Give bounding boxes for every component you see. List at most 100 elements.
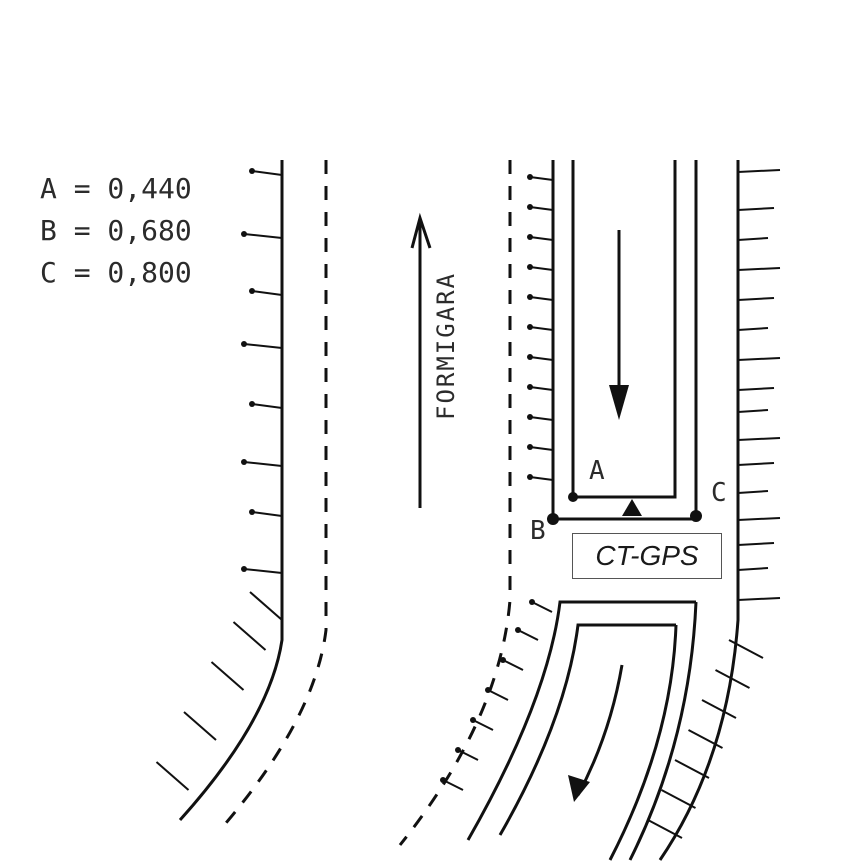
right-road-edge xyxy=(658,160,740,861)
left-road-edge xyxy=(178,160,284,822)
embankment-tick-dot xyxy=(527,414,533,420)
lower-loop-right-inner xyxy=(608,624,678,861)
embankment-tick xyxy=(517,629,539,641)
embankment-tick xyxy=(529,296,554,301)
embankment-tick xyxy=(737,327,769,331)
embankment-tick xyxy=(529,476,554,481)
embankment-tick xyxy=(737,542,775,546)
embankment-tick xyxy=(737,297,775,301)
embankment-tick-dot xyxy=(527,324,533,330)
lower-loop-right xyxy=(628,601,698,861)
embankment-tick xyxy=(737,437,781,441)
lower-flow-arrow-shaft xyxy=(576,664,624,796)
embankment-tick xyxy=(737,267,781,271)
embankment-tick xyxy=(647,819,683,839)
embankment-tick xyxy=(661,789,696,809)
point-a-label: A xyxy=(589,456,605,486)
upper-flow-arrowhead xyxy=(609,385,629,420)
embankment-tick xyxy=(737,409,769,413)
embankment-tick xyxy=(529,446,554,451)
embankment-tick xyxy=(442,779,464,791)
direction-arrowhead xyxy=(410,212,432,249)
embankment-tick xyxy=(251,403,283,409)
embankment-tick xyxy=(529,416,554,421)
lower-flow-arrowhead xyxy=(568,775,590,802)
embankment-tick xyxy=(737,237,769,241)
point-c-dot xyxy=(690,510,702,522)
embankment-tick xyxy=(715,669,750,689)
embankment-tick xyxy=(737,517,781,521)
embankment-tick xyxy=(472,719,494,731)
embankment-tick xyxy=(251,170,283,176)
lower-loop-outer xyxy=(466,600,696,841)
embankment-tick-dot xyxy=(241,231,247,237)
embankment-tick-dot xyxy=(241,566,247,572)
embankment-tick-dot xyxy=(527,444,533,450)
embankment-tick xyxy=(737,567,769,571)
embankment-tick-dot xyxy=(527,294,533,300)
embankment-tick xyxy=(688,729,723,749)
embankment-tick-dot xyxy=(470,717,476,723)
embankment-tick xyxy=(728,639,764,659)
point-a-dot xyxy=(568,492,578,502)
embankment-tick xyxy=(737,490,769,494)
embankment-tick xyxy=(457,749,479,761)
embankment-tick-dot xyxy=(529,599,535,605)
embankment-tick-dot xyxy=(249,509,255,515)
legend-a: A = 0,440 xyxy=(40,172,192,205)
embankment-tick xyxy=(529,206,554,211)
embankment-tick xyxy=(243,343,283,349)
embankment-ticks xyxy=(155,168,781,839)
embankment-tick xyxy=(737,169,781,173)
embankment-tick-dot xyxy=(515,627,521,633)
embankment-tick-dot xyxy=(527,474,533,480)
embankment-tick-dot xyxy=(527,234,533,240)
lower-loop-inner xyxy=(498,623,676,836)
embankment-tick xyxy=(529,386,554,391)
embankment-tick xyxy=(531,601,553,613)
embankment-tick xyxy=(737,207,775,211)
upper-loop-outer xyxy=(551,160,698,521)
embankment-tick-dot xyxy=(527,174,533,180)
embankment-tick xyxy=(701,699,737,719)
embankment-tick xyxy=(674,759,710,779)
embankment-tick xyxy=(737,462,775,466)
embankment-tick-dot xyxy=(249,168,255,174)
embankment-tick xyxy=(502,659,524,671)
legend-b: B = 0,680 xyxy=(40,214,192,247)
embankment-tick-dot xyxy=(249,288,255,294)
embankment-tick-dot xyxy=(527,384,533,390)
embankment-tick-dot xyxy=(249,401,255,407)
embankment-tick xyxy=(529,176,554,181)
embankment-tick xyxy=(529,326,554,331)
embankment-tick-dot xyxy=(485,687,491,693)
embankment-tick xyxy=(529,356,554,361)
embankment-tick-dot xyxy=(527,354,533,360)
upper-loop-inner xyxy=(571,160,677,499)
embankment-tick xyxy=(529,266,554,271)
embankment-tick xyxy=(737,597,781,601)
embankment-tick xyxy=(251,290,283,296)
embankment-tick xyxy=(251,511,283,517)
embankment-tick-dot xyxy=(527,264,533,270)
embankment-tick xyxy=(210,661,245,691)
embankment-tick-dot xyxy=(500,657,506,663)
embankment-tick-dot xyxy=(527,204,533,210)
embankment-tick xyxy=(183,711,217,741)
embankment-tick xyxy=(249,591,283,621)
right-road-dashed-line xyxy=(398,160,512,846)
embankment-tick-dot xyxy=(241,341,247,347)
station-marker-triangle xyxy=(622,499,642,516)
embankment-tick-dot xyxy=(455,747,461,753)
embankment-tick xyxy=(487,689,509,701)
direction-label: FORMIGARA xyxy=(432,271,460,420)
embankment-tick xyxy=(737,357,781,361)
embankment-tick-dot xyxy=(440,777,446,783)
embankment-tick xyxy=(155,761,190,791)
point-b-dot xyxy=(547,513,559,525)
embankment-tick xyxy=(243,233,283,239)
left-road-dashed-line xyxy=(218,160,328,831)
